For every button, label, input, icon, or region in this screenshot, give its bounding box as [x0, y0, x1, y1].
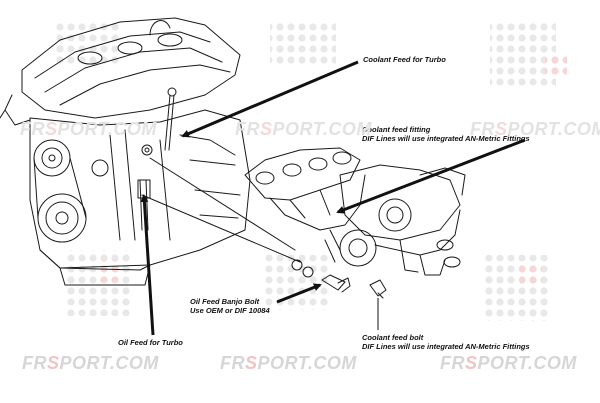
- label-coolant-feed-bolt-line2: DIF Lines will use integrated AN-Metric …: [362, 342, 530, 351]
- cam-cover: [21, 17, 241, 119]
- watermark-frsport-bottom-right: FRSPORT.COM: [440, 353, 577, 373]
- arrow-oil-feed-banjo: [276, 283, 322, 304]
- dipstick: [139, 87, 177, 231]
- pulleys: [33, 139, 109, 243]
- arrow-oil-feed-turbo: [140, 194, 155, 336]
- label-oil-feed-turbo: Oil Feed for Turbo: [118, 338, 183, 347]
- exhaust-manifold: [244, 147, 366, 231]
- label-coolant-feed-turbo: Coolant Feed for Turbo: [363, 55, 446, 64]
- label-coolant-feed-fitting: Coolant feed fitting DIF Lines will use …: [362, 125, 530, 143]
- label-coolant-feed-fitting-line2: DIF Lines will use integrated AN-Metric …: [362, 134, 530, 143]
- watermark-frsport-top-right: FRSPORT.COM: [470, 119, 600, 139]
- watermark-frsport-top-center: FRSPORT.COM: [235, 119, 372, 139]
- engine-block: [0, 94, 251, 286]
- label-oil-feed-banjo-bolt: Oil Feed Banjo Bolt Use OEM or DIF 10084: [190, 297, 270, 315]
- label-oil-feed-banjo-line1: Oil Feed Banjo Bolt: [190, 297, 260, 306]
- arrow-coolant-feed-fitting: [336, 138, 526, 214]
- label-coolant-feed-bolt: Coolant feed bolt DIF Lines will use int…: [362, 333, 530, 351]
- watermark-frsport-bottom-left: FRSPORT.COM: [22, 353, 159, 373]
- turbocharger: [324, 164, 466, 276]
- watermark-frsport-bottom-center: FRSPORT.COM: [220, 353, 357, 373]
- label-coolant-feed-fitting-line1: Coolant feed fitting: [362, 125, 431, 134]
- watermark-frsport-top-left: FRSPORT.COM: [20, 119, 157, 139]
- arrow-coolant-feed-turbo: [181, 60, 359, 138]
- label-coolant-feed-bolt-line1: Coolant feed bolt: [362, 333, 424, 342]
- label-oil-feed-banjo-line2: Use OEM or DIF 10084: [190, 306, 270, 315]
- fittings-hardware: [141, 157, 387, 299]
